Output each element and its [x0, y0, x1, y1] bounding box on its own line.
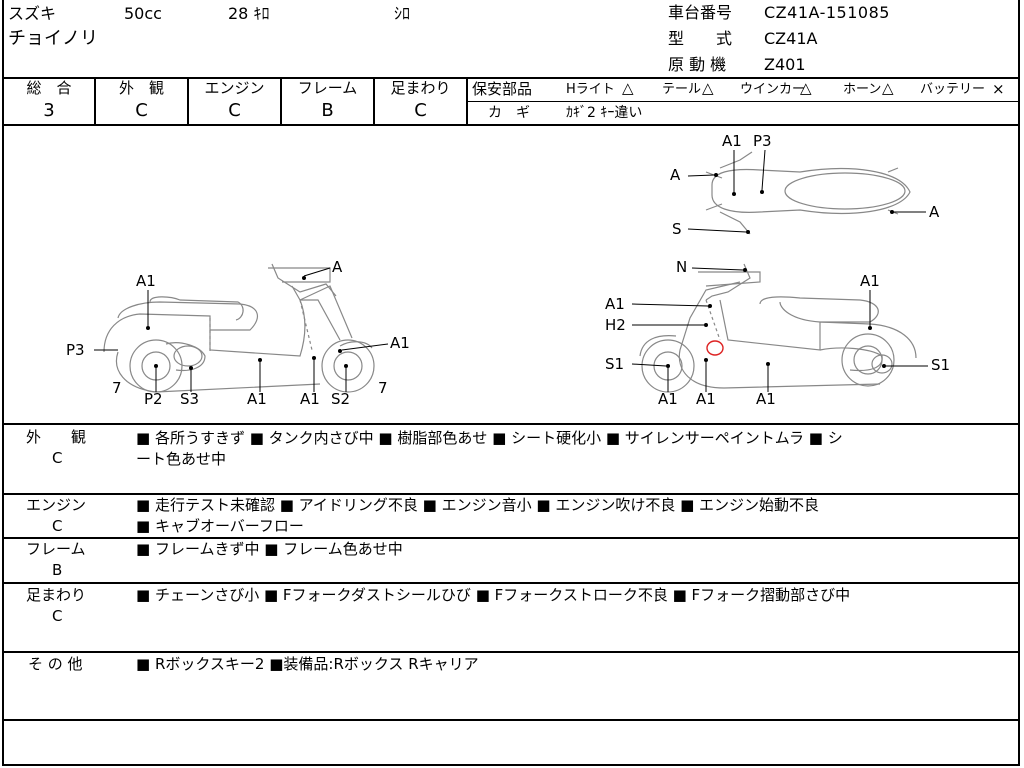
displacement: 50cc: [124, 4, 162, 23]
safety-item-winker: ウインカー: [740, 82, 806, 97]
suspension-grade-label: 足まわり: [390, 79, 451, 97]
safety-item-tail: テール: [662, 82, 702, 97]
frame-no-label: 車台番号: [668, 3, 733, 22]
remark-exterior-grade: C: [52, 449, 63, 467]
safety-item-horn: ホーン: [843, 82, 882, 97]
divider: [280, 78, 282, 125]
engine-grade: C: [228, 100, 241, 121]
diag-left-a1-seat: A1: [136, 272, 156, 290]
maker: スズキ: [8, 4, 57, 23]
remark-frame-grade: B: [52, 561, 63, 579]
frame-grade-label: フレーム: [297, 79, 358, 97]
remark-engine-line1: ■ 走行テスト未確認 ■ アイドリング不良 ■ エンジン音小 ■ エンジン吹け不…: [136, 496, 820, 514]
diag-left-a1-front: A1: [390, 334, 410, 352]
remark-frame-line1: ■ フレームきず中 ■ フレーム色あせ中: [136, 540, 403, 558]
safety-mark-headlight: △: [622, 79, 634, 97]
remark-exterior-line1: ■ 各所うすきず ■ タンク内さび中 ■ 樹脂部色あせ ■ シート硬化小 ■ サ…: [136, 429, 843, 447]
diag-right-a1-front: A1: [605, 295, 625, 313]
remark-engine-line2: ■ キャブオーバーフロー: [136, 517, 304, 535]
type-label: 型 式: [668, 29, 733, 48]
remark-suspension-label: 足まわり: [26, 586, 87, 604]
divider: [2, 423, 1020, 425]
remark-suspension-line1: ■ チェーンさび小 ■ Fフォークダストシールひび ■ Fフォークストローク不良…: [136, 586, 851, 604]
engine-value: Z401: [764, 55, 806, 74]
model-name: チョイノリ: [8, 28, 98, 49]
safety-item-battery: バッテリー: [920, 82, 986, 97]
diag-left-s2: S2: [331, 390, 350, 408]
divider: [373, 78, 375, 125]
key-label: カ ギ: [488, 105, 530, 121]
divider: [2, 124, 1020, 126]
divider: [2, 493, 1020, 495]
divider: [466, 101, 1020, 102]
diag-left-a1-body: A1: [247, 390, 267, 408]
safety-label: 保安部品: [472, 80, 533, 98]
damage-diagram: A1 P3 A A S A1 A A1 P3 7 7 P2 S3 A1 A1 S…: [66, 132, 950, 408]
diag-left-a-handle: A: [332, 258, 343, 276]
remark-other-line1: ■ Rボックスキー2 ■装備品:Rボックス Rキャリア: [136, 655, 479, 673]
safety-mark-horn: △: [882, 79, 894, 97]
frame-no: CZ41A-151085: [764, 3, 890, 22]
diag-right-h2: H2: [605, 316, 626, 334]
mileage: 28 ｷﾛ: [228, 4, 270, 23]
diag-top-p3: P3: [753, 132, 772, 150]
safety-mark-tail: △: [702, 79, 714, 97]
diag-right-a1-seat: A1: [860, 272, 880, 290]
divider: [466, 78, 468, 125]
diag-left-seven-front: 7: [378, 379, 388, 397]
key-value: ｶｷﾞ2 ｷｰ違い: [566, 105, 643, 121]
diag-right-s1-front: S1: [605, 355, 624, 373]
safety-mark-winker: △: [800, 79, 812, 97]
diag-right-a1-b3: A1: [756, 390, 776, 408]
diag-top-a1: A1: [722, 132, 742, 150]
diag-right-a1-b2: A1: [696, 390, 716, 408]
diag-right-n: N: [676, 258, 687, 276]
diag-left-p3: P3: [66, 341, 85, 359]
remark-engine-grade: C: [52, 517, 63, 535]
diag-left-seven-rear: 7: [112, 379, 122, 397]
diag-right-a1-b1: A1: [658, 390, 678, 408]
divider: [2, 651, 1020, 653]
diag-left-s3: S3: [180, 390, 199, 408]
engine-grade-label: エンジン: [204, 79, 265, 97]
diag-top-a-left: A: [670, 166, 681, 184]
divider: [2, 719, 1020, 721]
remark-frame-label: フレーム: [26, 540, 86, 558]
divider: [94, 78, 96, 125]
remark-other-label: そ の 他: [28, 655, 83, 673]
safety-item-headlight: Hライト: [566, 82, 615, 97]
divider: [187, 78, 189, 125]
remark-engine-label: エンジン: [26, 496, 87, 514]
diag-top-a-right: A: [929, 203, 940, 221]
engine-label: 原 動 機: [668, 55, 727, 74]
exterior-grade: C: [135, 100, 148, 121]
divider: [2, 537, 1020, 539]
diag-left-a1-floor: A1: [300, 390, 320, 408]
diag-top-s: S: [672, 220, 682, 238]
divider: [2, 582, 1020, 584]
diag-right-s1-rear: S1: [931, 356, 950, 374]
divider: [2, 77, 1020, 79]
remark-exterior-line2: ート色あせ中: [136, 450, 227, 468]
type-value: CZ41A: [764, 29, 818, 48]
exterior-label: 外 観: [118, 79, 164, 97]
color: ｼﾛ: [394, 4, 411, 23]
remark-exterior-label: 外 観: [26, 428, 87, 446]
overall-label: 総 合: [26, 79, 72, 97]
overall-grade: 3: [43, 100, 55, 121]
diag-left-p2: P2: [144, 390, 163, 408]
safety-mark-battery: ×: [992, 80, 1005, 98]
frame-grade: B: [321, 100, 334, 121]
suspension-grade: C: [414, 100, 427, 121]
remark-suspension-grade: C: [52, 607, 63, 625]
